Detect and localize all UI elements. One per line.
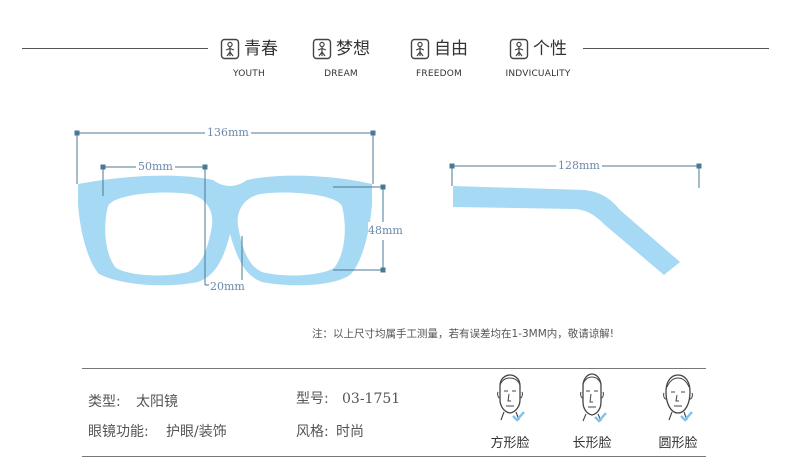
lens-height-label: 48mm [368, 222, 403, 240]
header-en-label: YOUTH [233, 69, 265, 79]
header-zh-label: 青春 [244, 39, 278, 59]
function-value: 护眼/装饰 [166, 424, 227, 440]
lens-width-label: 50mm [136, 160, 175, 174]
long-face-icon [580, 373, 607, 423]
glasses-temple-arm [453, 186, 680, 275]
bridge-label: 20mm [209, 280, 246, 294]
header-en-label: FREEDOM [416, 69, 462, 79]
round-face-icon [663, 374, 693, 422]
header-zh-label: 个性 [533, 39, 567, 59]
header-item-freedom: 自由 FREEDOM [384, 36, 494, 79]
face-shape-round: 圆形脸 [648, 372, 708, 451]
style-value: 时尚 [336, 424, 364, 440]
face-shape-label: 圆形脸 [658, 436, 698, 451]
category-value: 太阳镜 [136, 394, 178, 410]
header-en-label: DREAM [324, 69, 358, 79]
category-label: 类型: [88, 394, 121, 410]
model-label: 型号: [296, 391, 329, 407]
measurement-note: 注：以上尺寸均属手工测量，若有误差均在1-3MM内，敬请谅解! [312, 328, 614, 340]
person-badge-icon [509, 38, 529, 60]
person-badge-icon [312, 38, 332, 60]
glasses-front-frame [78, 175, 372, 286]
header-item-individuality: 个性 INDVICUALITY [483, 36, 593, 79]
face-shape-square: 方形脸 [480, 372, 540, 451]
face-shape-long: 长形脸 [562, 372, 622, 451]
total-width-label: 136mm [205, 126, 251, 140]
temple-length-label: 128mm [556, 159, 602, 173]
style-label: 风格: [296, 424, 329, 440]
person-badge-icon [220, 38, 240, 60]
face-shape-label: 方形脸 [490, 436, 530, 451]
square-face-icon [497, 374, 525, 422]
person-badge-icon [410, 38, 430, 60]
header-zh-label: 梦想 [336, 39, 370, 59]
header-item-dream: 梦想 DREAM [286, 36, 396, 79]
header-item-youth: 青春 YOUTH [194, 36, 304, 79]
function-label: 眼镜功能: [88, 424, 149, 440]
header-divider-left [22, 48, 208, 49]
specs-bottom-divider [82, 456, 706, 457]
specs-top-divider [82, 368, 706, 369]
header-en-label: INDVICUALITY [505, 69, 571, 79]
face-shape-label: 长形脸 [572, 436, 612, 451]
model-value: 03-1751 [342, 391, 401, 407]
header-zh-label: 自由 [434, 39, 468, 59]
header-divider-right [583, 48, 769, 49]
